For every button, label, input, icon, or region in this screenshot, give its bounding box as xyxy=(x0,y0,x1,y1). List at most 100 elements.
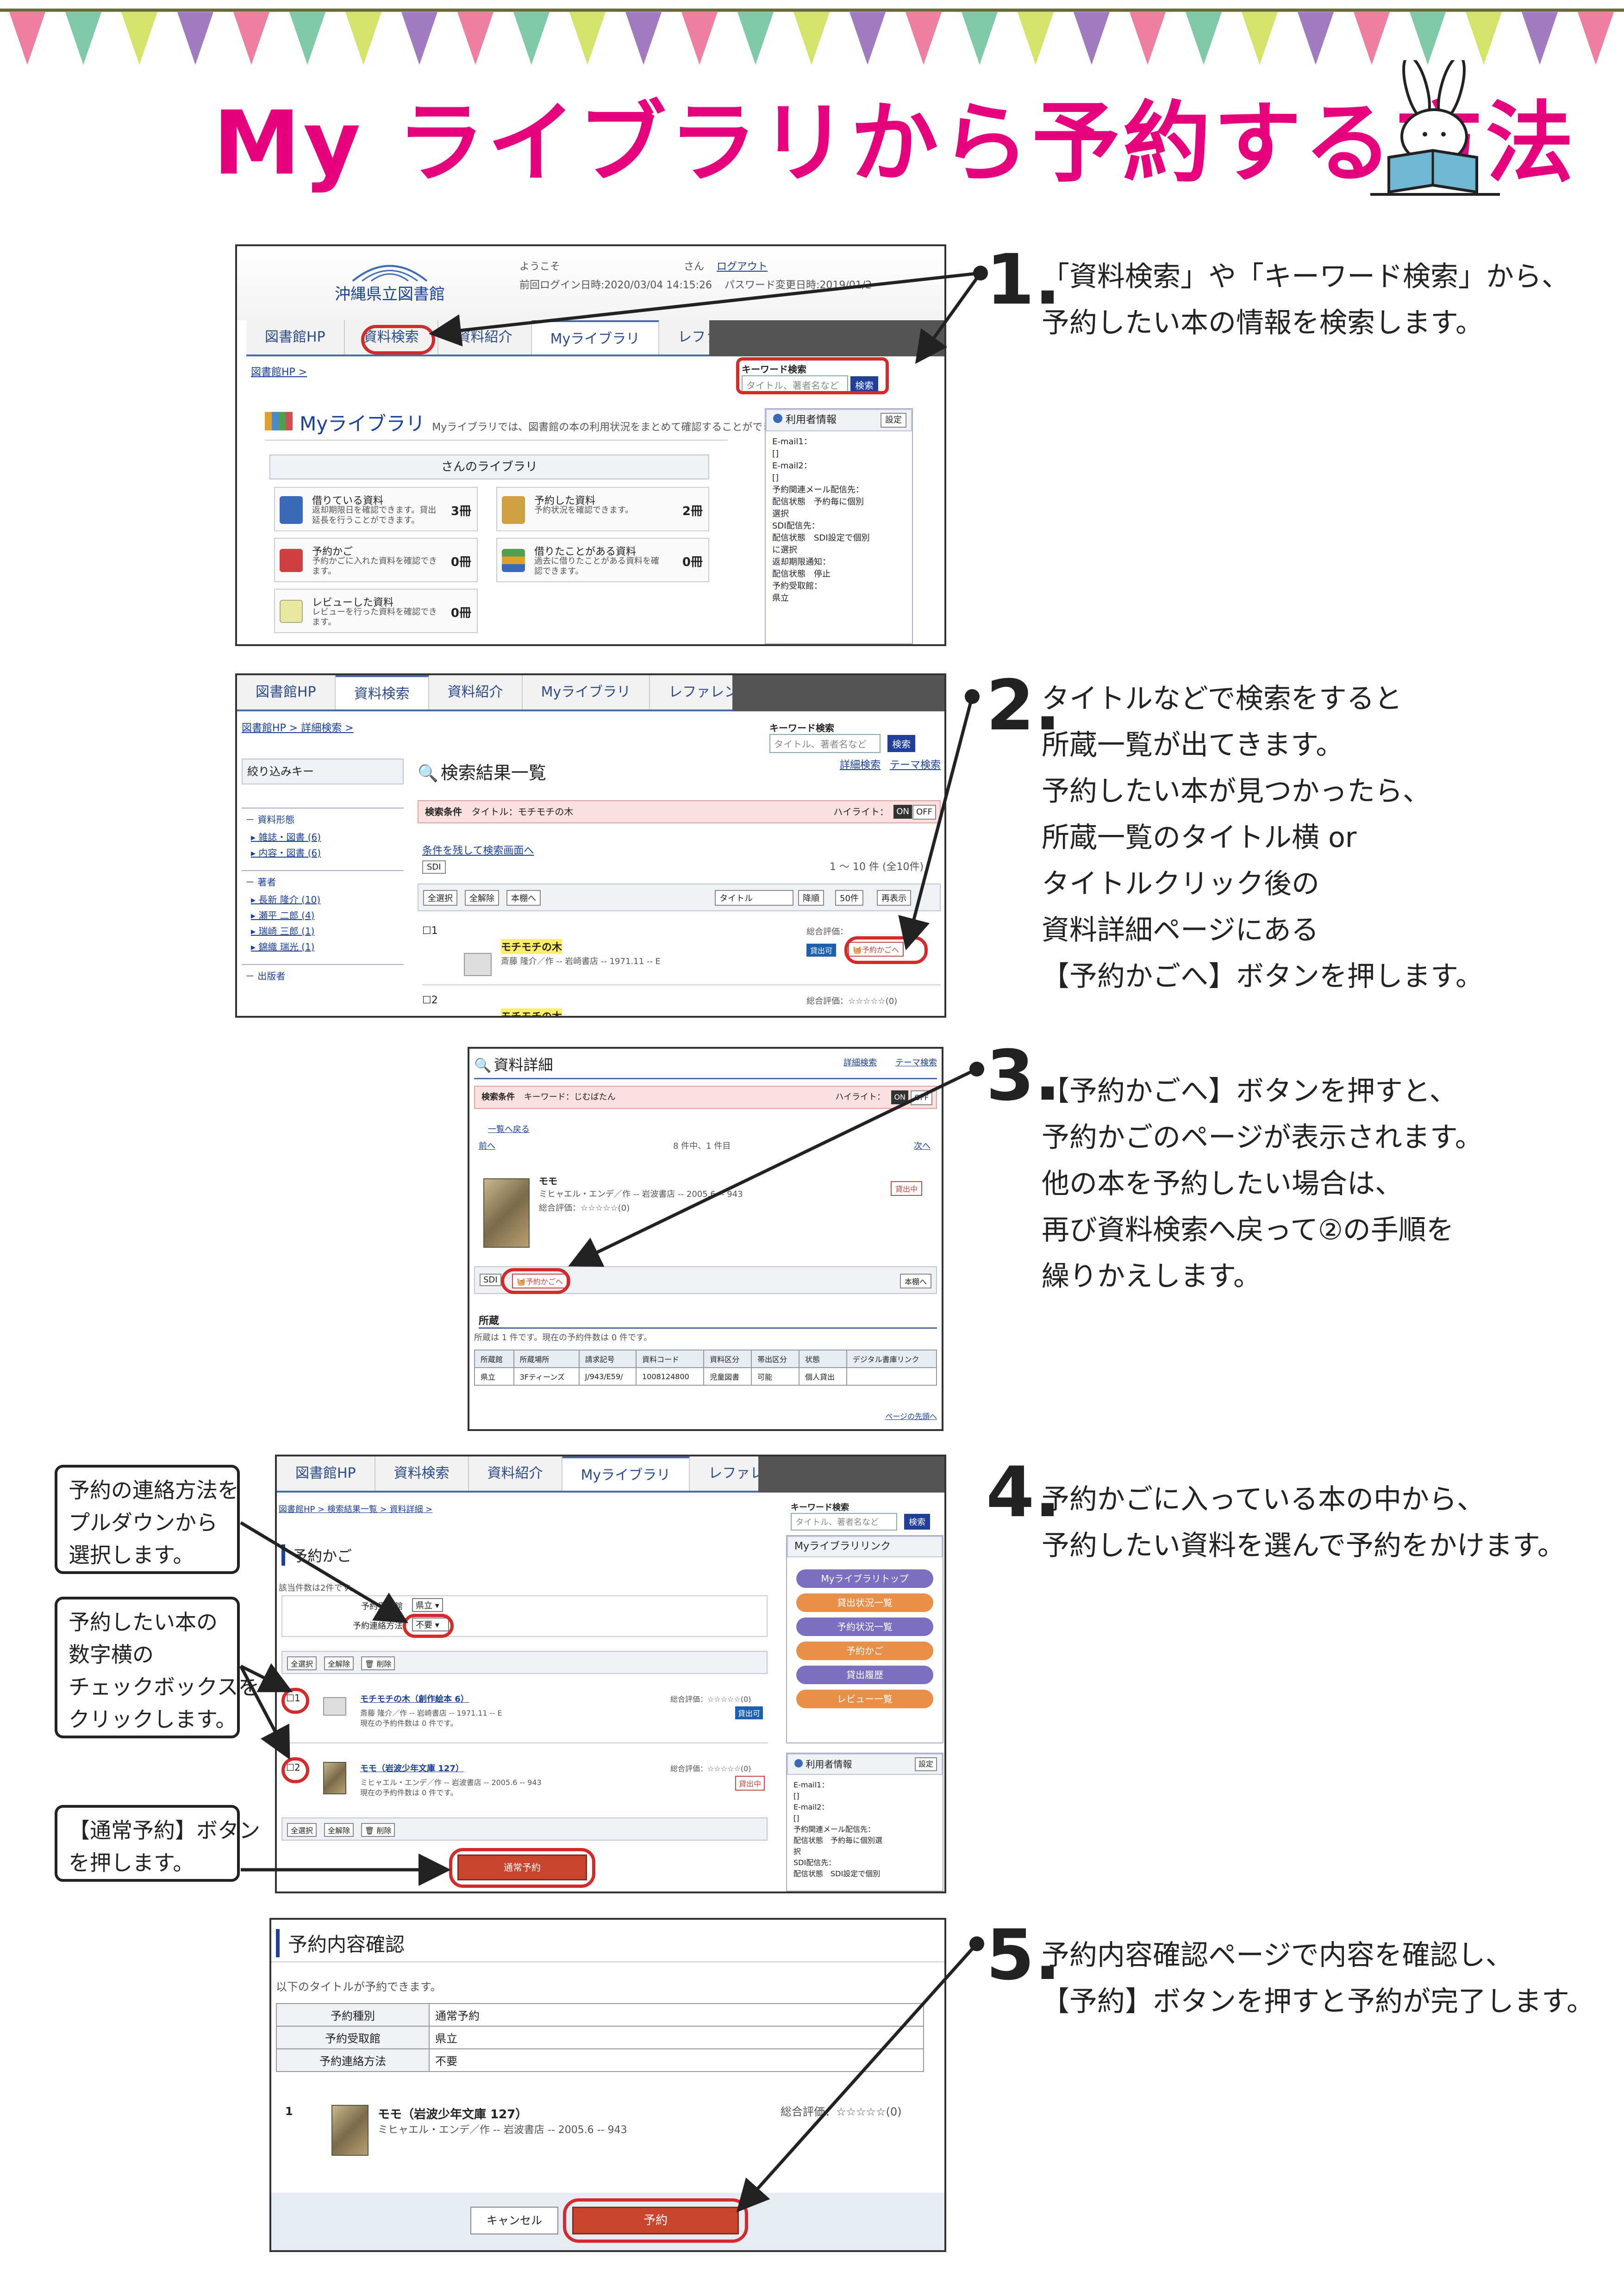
card-borrowed[interactable]: 借りている資料 返却期限日を確認できます。貸出延長を行うことができます。 3冊 xyxy=(274,487,478,531)
facet-link[interactable]: ▸ 瑞崎 三郎 (1) xyxy=(251,926,315,937)
detail-search-link[interactable]: 詳細検索 xyxy=(843,1058,877,1068)
to-shelf-button[interactable]: 本棚へ xyxy=(899,1274,931,1288)
tab-mylibrary[interactable]: Myライブラリ xyxy=(523,675,650,709)
mylibrary-link-button[interactable]: 予約状況一覧 xyxy=(796,1618,933,1636)
callout-line: 【通常予約】ボタン xyxy=(69,1818,260,1843)
step-line: 【予約】ボタンを押すと予約が完了します。 xyxy=(1042,1985,1594,2018)
select-all-button[interactable]: 全選択 xyxy=(423,890,457,906)
settings-button[interactable]: 設定 xyxy=(914,1757,937,1771)
facet-link[interactable]: ▸ 錦織 瑞光 (1) xyxy=(251,941,315,952)
card-title: 借りたことがある資料 xyxy=(534,546,637,558)
mylibrary-link-button[interactable]: Myライブラリトップ xyxy=(796,1569,933,1588)
tab-mylibrary[interactable]: Myライブラリ xyxy=(531,320,660,355)
condition-value: キーワード：じむばたん xyxy=(524,1092,616,1102)
delete-button[interactable]: 🗑 削除 xyxy=(361,1656,395,1670)
contact-value: 不要 xyxy=(416,1620,432,1630)
keyword-search-button[interactable]: 検索 xyxy=(904,1514,931,1530)
tab-library-hp[interactable]: 図書館HP xyxy=(277,1456,375,1491)
facet-link[interactable]: ▸ 長新 隆介 (10) xyxy=(251,894,321,905)
keep-condition-link[interactable]: 条件を残して検索画面へ xyxy=(422,845,534,857)
facet-link[interactable]: ▸ 内容・図書 (6) xyxy=(251,847,321,859)
reserve-button[interactable]: 予約 xyxy=(572,2207,739,2234)
pennant-flag xyxy=(1074,12,1110,65)
highlight-contact-select xyxy=(403,1614,454,1638)
settings-button[interactable]: 設定 xyxy=(881,413,906,428)
result-item: ☐1 モチモチの木 斎藤 隆介／作 -- 岩崎書店 -- 1971.11 -- … xyxy=(422,925,941,985)
step-line: 他の本を予約したい場合は、 xyxy=(1042,1168,1403,1200)
page-top-link[interactable]: ページの先頭へ xyxy=(885,1412,937,1421)
position-text: 8 件中、1 件目 xyxy=(673,1141,731,1151)
page-size-select[interactable]: 50件 xyxy=(835,890,863,906)
breadcrumb[interactable]: 図書館HP > 詳細検索 > xyxy=(242,722,354,734)
facet-link[interactable]: ▸ 雑誌・図書 (6) xyxy=(251,832,321,843)
highlight-off-button[interactable]: OFF xyxy=(912,805,936,820)
highlight-checkbox-1 xyxy=(281,1688,309,1714)
keyword-search-input[interactable]: タイトル、著者名など xyxy=(791,1513,897,1531)
facet-link[interactable]: ▸ 瀬平 二郎 (4) xyxy=(251,910,315,921)
item-title-link[interactable]: モモ（岩波少年文庫 127） xyxy=(360,1764,464,1773)
pickup-select[interactable]: 県立 ▾ xyxy=(412,1598,443,1612)
keyword-search-input[interactable]: タイトル、著者名など xyxy=(769,734,881,753)
mylibrary-link-button[interactable]: レビュー一覧 xyxy=(796,1690,933,1708)
card-reserved[interactable]: 予約した資料 予約状況を確認できます。 2冊 xyxy=(496,487,709,531)
tab-search[interactable]: 資料検索 xyxy=(375,1456,469,1491)
theme-search-link[interactable]: テーマ検索 xyxy=(889,759,941,771)
item-number: 1 xyxy=(285,2105,293,2118)
book-title: モモ xyxy=(539,1176,557,1187)
sdi-button[interactable]: SDI xyxy=(422,860,446,874)
screenshot-item-detail: 🔍 資料詳細 詳細検索 テーマ検索 検索条件 キーワード：じむばたん ハイライト… xyxy=(468,1047,943,1431)
theme-search-link[interactable]: テーマ検索 xyxy=(895,1058,937,1068)
item-title-link[interactable]: モチモチの木 xyxy=(501,939,562,954)
pennant-flag xyxy=(121,12,157,65)
card-history[interactable]: 借りたことがある資料 過去に借りたことがある資料を確認できます。 0冊 xyxy=(496,538,709,582)
item-title-link[interactable]: モチモチの木 xyxy=(501,1008,562,1016)
clear-all-button[interactable]: 全解除 xyxy=(465,890,499,906)
select-all-button[interactable]: 全選択 xyxy=(287,1823,317,1837)
mylibrary-link-button[interactable]: 予約かご xyxy=(796,1642,933,1660)
tab-mylibrary[interactable]: Myライブラリ xyxy=(562,1456,690,1491)
keyword-search-button[interactable]: 検索 xyxy=(887,735,916,752)
sort-field-select[interactable]: タイトル xyxy=(715,890,793,906)
tab-intro[interactable]: 資料紹介 xyxy=(429,675,523,709)
logout-link[interactable]: ログアウト xyxy=(717,261,768,273)
mylibrary-link-button[interactable]: 貸出履歴 xyxy=(796,1666,933,1684)
cancel-button[interactable]: キャンセル xyxy=(470,2207,558,2234)
select-all-button[interactable]: 全選択 xyxy=(287,1656,317,1670)
library-logo[interactable]: 沖縄県立図書館 xyxy=(330,255,450,316)
tab-search[interactable]: 資料検索 xyxy=(335,675,429,709)
sort-order-select[interactable]: 降順 xyxy=(798,890,824,906)
next-link[interactable]: 次へ xyxy=(914,1141,931,1151)
sdi-button[interactable]: SDI xyxy=(480,1274,501,1286)
breadcrumb[interactable]: 図書館HP > xyxy=(251,367,307,378)
user-info-row: 択 xyxy=(793,1847,801,1856)
mylibrary-link-button[interactable]: 貸出状況一覧 xyxy=(796,1593,933,1612)
redisplay-button[interactable]: 再表示 xyxy=(877,890,911,906)
tab-intro[interactable]: 資料紹介 xyxy=(438,320,532,355)
item-title-link[interactable]: モチモチの木（創作絵本 6） xyxy=(360,1694,469,1704)
highlight-on-button[interactable]: ON xyxy=(891,1090,908,1104)
highlight-on-button[interactable]: ON xyxy=(893,805,912,819)
user-info-row: 配信状態 予約毎に個別 xyxy=(772,497,864,507)
clear-all-button[interactable]: 全解除 xyxy=(324,1823,354,1837)
prev-link[interactable]: 前へ xyxy=(479,1141,495,1151)
tab-library-hp[interactable]: 図書館HP xyxy=(237,675,336,709)
card-cart[interactable]: 予約かご 予約かごに入れた資料を確認できます。 0冊 xyxy=(274,538,478,582)
step-line: 予約内容確認ページで内容を確認し、 xyxy=(1042,1939,1513,1972)
back-to-list-link[interactable]: 一覧へ戻る xyxy=(488,1125,530,1134)
breadcrumb[interactable]: 図書館HP > 検索結果一覧 > 資料詳細 > xyxy=(279,1505,433,1514)
delete-button[interactable]: 🗑 削除 xyxy=(361,1823,395,1837)
highlight-off-button[interactable]: OFF xyxy=(911,1090,932,1105)
item-meta: 斎藤 隆介／作 -- 岩崎書店 -- 1971.11 -- E xyxy=(360,1709,502,1717)
card-review[interactable]: レビューした資料 レビューを行った資料を確認できます。 0冊 xyxy=(274,589,478,633)
to-shelf-button[interactable]: 本棚へ xyxy=(506,890,541,906)
chevron-down-icon: ▾ xyxy=(435,1620,439,1630)
callout-checkbox: 予約したい本の数字横のチェックボックスをクリックします。 xyxy=(55,1597,260,1738)
detail-search-link[interactable]: 詳細検索 xyxy=(839,759,881,771)
normal-reserve-button[interactable]: 通常予約 xyxy=(457,1854,587,1880)
step-line: タイトルなどで検索をすると xyxy=(1042,683,1402,715)
tab-library-hp[interactable]: 図書館HP xyxy=(246,320,345,355)
clear-all-button[interactable]: 全解除 xyxy=(324,1656,354,1670)
keyword-search-button[interactable]: 検索 xyxy=(850,376,879,393)
card-desc: レビューを行った資料を確認できます。 xyxy=(312,607,437,627)
tab-intro[interactable]: 資料紹介 xyxy=(469,1456,562,1491)
